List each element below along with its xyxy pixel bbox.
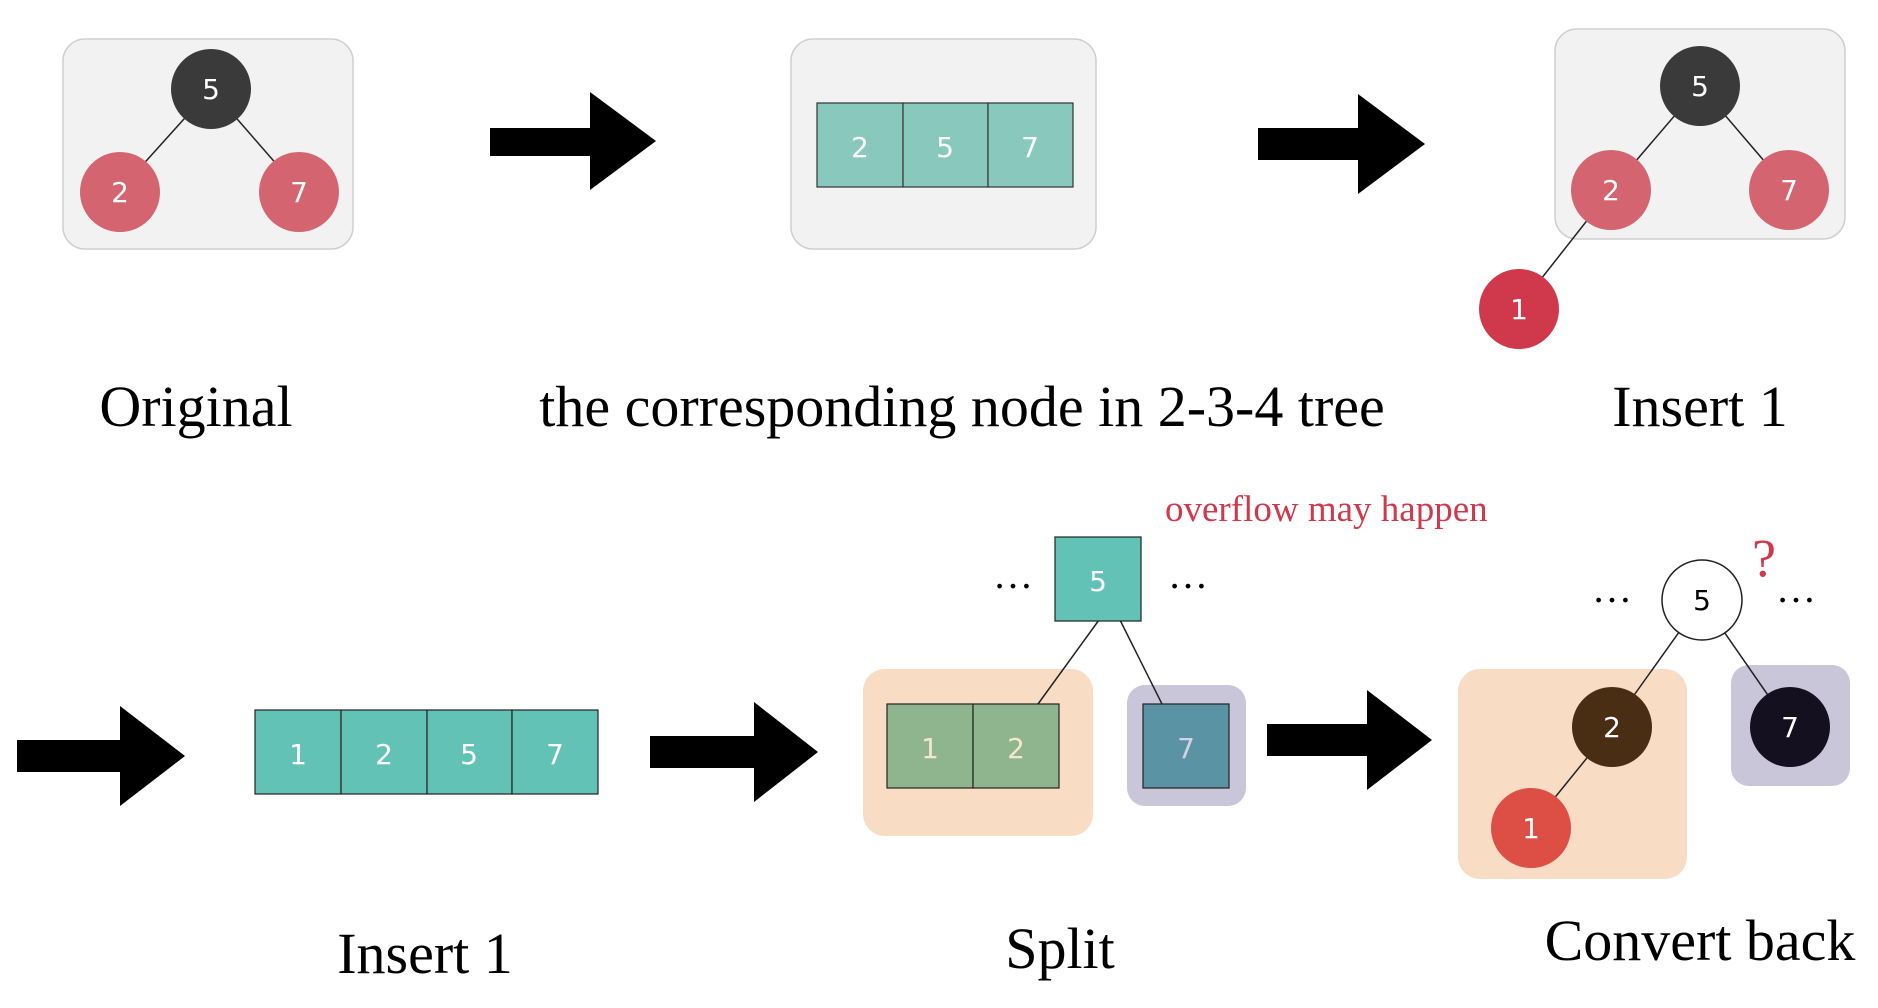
split-edge-left <box>1037 619 1100 705</box>
convert-left-child-label: 1 <box>1522 812 1540 845</box>
corresponding-key-3: 7 <box>1021 131 1039 164</box>
convert-left-group-box <box>1458 669 1687 879</box>
insert-top-right-node <box>1749 150 1829 230</box>
corresponding-cell-1 <box>816 102 904 188</box>
caption-insert-top: Insert 1 <box>1612 374 1788 439</box>
split-parent-key: 5 <box>1089 565 1107 598</box>
split-ellipsis-right: … <box>1168 552 1208 597</box>
insert-bottom-panel: 1 2 5 7 <box>254 709 599 795</box>
split-panel: overflow may happen … … 5 1 2 7 <box>863 489 1488 836</box>
convert-left-root-node <box>1572 687 1652 767</box>
convert-left-child-node <box>1491 788 1571 868</box>
arrow-4 <box>650 702 818 802</box>
insert-bottom-cell-1 <box>254 709 342 795</box>
convert-ellipsis-left: … <box>1592 566 1632 611</box>
convert-parent-label: 5 <box>1693 584 1711 617</box>
corresponding-cell-3 <box>987 102 1074 188</box>
original-panel: 5 2 7 <box>62 38 354 250</box>
split-right-cell <box>1142 703 1230 789</box>
split-left-key-2: 2 <box>1007 732 1025 765</box>
caption-corresponding: the corresponding node in 2-3-4 tree <box>539 374 1385 439</box>
original-right-node <box>259 152 339 232</box>
arrow-3 <box>17 706 185 806</box>
insert-bottom-key-3: 5 <box>460 738 478 771</box>
corresponding-key-2: 5 <box>936 131 954 164</box>
insert-bottom-cell-2 <box>340 709 428 795</box>
split-parent-cell <box>1054 536 1142 622</box>
split-edge-right <box>1119 619 1163 705</box>
convert-ellipsis-right: … <box>1776 566 1816 611</box>
corresponding-key-1: 2 <box>851 131 869 164</box>
arrow-1 <box>490 92 656 190</box>
arrow-5 <box>1267 690 1432 790</box>
overflow-note: overflow may happen <box>1165 489 1488 530</box>
insert-top-new-label: 1 <box>1510 293 1528 326</box>
arrow-2 <box>1258 94 1425 194</box>
split-left-cell-2 <box>972 703 1060 789</box>
insert-top-right-label: 7 <box>1780 174 1798 207</box>
split-left-key-1: 1 <box>921 732 939 765</box>
insert-top-new-node <box>1479 269 1559 349</box>
convert-left-root-label: 2 <box>1603 711 1621 744</box>
split-left-cell-1 <box>886 703 974 789</box>
insert-top-root-node <box>1660 46 1740 126</box>
insert-top-root-label: 5 <box>1691 70 1709 103</box>
original-left-label: 2 <box>111 176 129 209</box>
corresponding-panel: 2 5 7 <box>790 38 1097 250</box>
insert-bottom-key-4: 7 <box>546 738 564 771</box>
original-root-node <box>171 49 251 129</box>
insert-bottom-cell-4 <box>511 709 599 795</box>
convert-question-mark: ? <box>1752 528 1776 588</box>
convert-parent-node <box>1661 559 1743 641</box>
convert-right-node <box>1750 687 1830 767</box>
convert-back-panel: … … ? 5 2 1 7 <box>1458 528 1850 879</box>
split-right-key: 7 <box>1177 732 1195 765</box>
caption-convert-back: Convert back <box>1545 908 1856 973</box>
convert-right-label: 7 <box>1781 711 1799 744</box>
caption-insert-bottom: Insert 1 <box>337 921 513 986</box>
split-ellipsis-left: … <box>993 552 1033 597</box>
caption-original: Original <box>99 374 292 439</box>
insert-top-panel: 5 2 7 1 <box>1479 28 1846 349</box>
insert-top-left-node <box>1571 150 1651 230</box>
original-root-label: 5 <box>202 73 220 106</box>
caption-split: Split <box>1005 916 1115 981</box>
insert-top-left-label: 2 <box>1602 174 1620 207</box>
original-right-label: 7 <box>290 176 308 209</box>
original-left-node <box>80 152 160 232</box>
insert-bottom-key-2: 2 <box>375 738 393 771</box>
insert-bottom-key-1: 1 <box>289 738 307 771</box>
insert-bottom-cell-3 <box>426 709 513 795</box>
corresponding-cell-2 <box>902 102 989 188</box>
